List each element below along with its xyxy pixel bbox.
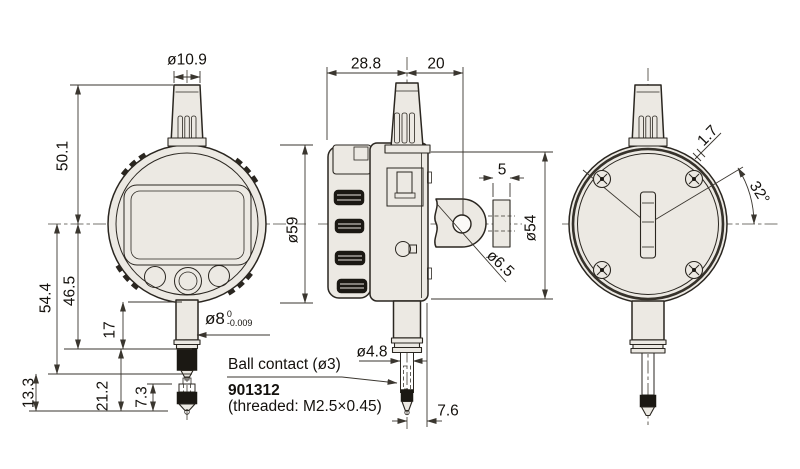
dim-20: 20 bbox=[427, 55, 445, 73]
dim-54-4: 54.4 bbox=[37, 282, 55, 314]
back-screws bbox=[592, 169, 704, 280]
dim-spindle-diameter: ø8 bbox=[205, 309, 225, 328]
callout-thread-spec: (threaded: M2.5×0.45) bbox=[228, 398, 382, 415]
button-left bbox=[144, 266, 166, 288]
dim-stem-diameter: ø10.9 bbox=[167, 51, 207, 69]
front-bezel-outer bbox=[107, 144, 267, 304]
button-right bbox=[208, 265, 230, 287]
dim-28-8: 28.8 bbox=[350, 55, 382, 73]
callout-ball-contact: Ball contact (ø3) bbox=[228, 356, 341, 373]
back-plate bbox=[577, 153, 719, 295]
back-contact-knurl bbox=[639, 394, 657, 408]
side-grip-slots bbox=[333, 189, 368, 294]
side-stem-collar bbox=[384, 144, 431, 154]
dim-13-3: 13.3 bbox=[20, 377, 38, 409]
dim-17: 17 bbox=[101, 321, 119, 339]
front-contact-knurl bbox=[176, 348, 198, 371]
tolerance-lower: -0.009 bbox=[226, 318, 253, 329]
tolerance-upper: 0 bbox=[226, 309, 232, 319]
side-view-drawing bbox=[327, 82, 515, 416]
back-stem-collar bbox=[628, 137, 668, 147]
button-center-inner bbox=[178, 271, 198, 291]
back-clamp-ring bbox=[571, 147, 725, 301]
screw-bottom-left bbox=[592, 260, 612, 280]
front-view-drawing bbox=[103, 84, 271, 415]
button-center-outer bbox=[174, 267, 202, 295]
back-stem bbox=[631, 84, 665, 145]
ball-contact-part bbox=[176, 377, 198, 415]
dim-21-2: 21.2 bbox=[94, 380, 112, 412]
front-stem bbox=[170, 84, 204, 145]
output-cover bbox=[332, 144, 372, 175]
dim-50-1: 50.1 bbox=[54, 140, 72, 172]
side-body bbox=[369, 142, 429, 302]
lug-hole bbox=[452, 214, 472, 234]
screw-bottom-right bbox=[684, 260, 704, 280]
callout-part-number: 901312 bbox=[228, 382, 280, 399]
dim-bezel-diameter: ø59 bbox=[284, 216, 302, 244]
front-bezel-inner bbox=[115, 152, 259, 296]
side-spindle-housing bbox=[392, 300, 422, 339]
dimension-lines bbox=[29, 67, 553, 427]
back-center-slot bbox=[639, 191, 657, 259]
dim-spindle-diameter-tolerance: ø8 0 -0.009 bbox=[205, 309, 253, 329]
lcd-display-frame bbox=[123, 184, 252, 266]
back-view-drawing bbox=[568, 84, 757, 417]
dim-7-3: 7.3 bbox=[133, 386, 151, 408]
screw-top-left bbox=[592, 169, 612, 189]
dim-lug-thickness: 5 bbox=[497, 161, 507, 179]
screw-top-right bbox=[684, 169, 704, 189]
front-spindle bbox=[175, 299, 199, 341]
keyhole bbox=[395, 241, 411, 257]
lug-edge-view bbox=[492, 199, 511, 248]
dim-spindle-dia-4-8: ø4.8 bbox=[356, 343, 388, 361]
front-stem-collar bbox=[167, 137, 207, 147]
ball-contact-knurl bbox=[176, 391, 198, 405]
back-spindle-housing bbox=[631, 300, 665, 341]
side-contact-knurl bbox=[400, 389, 414, 402]
dim-body-diameter: ø54 bbox=[522, 214, 540, 242]
dim-46-5: 46.5 bbox=[61, 275, 79, 307]
lcd-display bbox=[130, 190, 245, 260]
dim-7-6: 7.6 bbox=[437, 402, 459, 420]
